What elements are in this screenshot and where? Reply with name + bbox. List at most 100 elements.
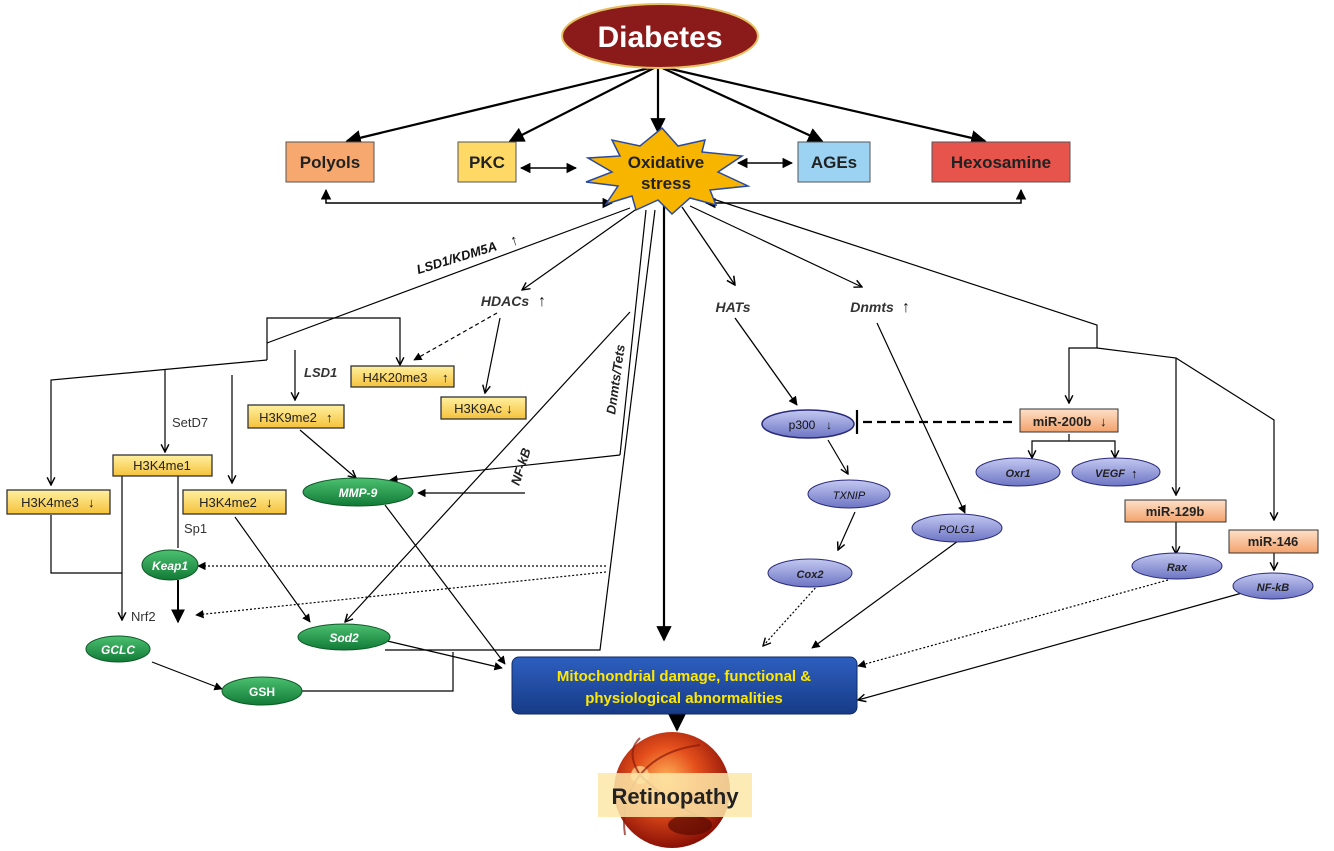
retina-dark-spot — [668, 815, 712, 835]
edge-oxstress-hdacs — [522, 207, 639, 290]
connectors — [50, 64, 1274, 732]
retinopathy-node: Retinopathy — [598, 732, 752, 848]
edge-branch-h4k20me3 — [266, 317, 400, 365]
diabetes-label: Diabetes — [597, 21, 722, 54]
mir146-label: miR-146 — [1248, 534, 1299, 549]
edge-dnmts-tets — [619, 209, 647, 456]
edge-polg1-mito — [811, 540, 959, 649]
mir129b-label: miR-129b — [1146, 504, 1205, 519]
hats-label: HATs — [716, 299, 751, 315]
gclc-node: GCLC — [85, 635, 151, 663]
keap1-node: Keap1 — [141, 549, 199, 581]
h3k9me2-up-arrow: ↑ — [326, 410, 333, 425]
h4k20me3-label: H4K20me3 — [362, 370, 427, 385]
sod2-node: Sod2 — [297, 623, 391, 651]
sod2-label: Sod2 — [329, 631, 359, 645]
mir129b-box: miR-129b — [1124, 499, 1227, 523]
h3k4me2-label: H3K4me2 — [199, 495, 257, 510]
retinopathy-label-bg — [598, 773, 752, 817]
edge-hdacs-h4k20me3 — [413, 312, 498, 361]
oxidative-stress-label-line2: stress — [641, 174, 691, 193]
polyols-node: Polyols — [285, 141, 375, 183]
oxidative-stress-node: Oxidative stress — [585, 126, 751, 216]
nfkb-node: NF-kB — [1232, 572, 1314, 600]
edge-gsh-link — [302, 652, 454, 692]
ages-node: AGEs — [797, 141, 871, 183]
hdacs-up-arrow: ↑ — [538, 293, 546, 310]
mitochondria-label-line2: physiological abnormalities — [585, 690, 783, 707]
edge-h3k4me3-keap1 — [50, 515, 122, 574]
h3k4me3-box: H3K4me3 ↓ — [6, 489, 111, 515]
p300-node: p300 ↓ — [761, 409, 855, 439]
h4k20me3-box: H4K20me3 ↑ — [350, 365, 455, 388]
setd7-label: SetD7 — [172, 415, 208, 430]
lsd1-kdm5a-up-arrow: ↑ — [508, 231, 520, 249]
mir200b-box: miR-200b ↓ — [1019, 408, 1119, 433]
edge-rax-mito — [857, 579, 1169, 669]
pkc-node: PKC — [457, 141, 517, 183]
cox2-node: Cox2 — [767, 558, 853, 588]
h3k9me2-box: H3K9me2 ↑ — [247, 404, 345, 429]
p300-down-arrow: ↓ — [826, 418, 832, 432]
rax-node: Rax — [1131, 552, 1223, 580]
edge-lsd1-kdm5a-branch — [266, 207, 631, 360]
mmp9-label: MMP-9 — [339, 486, 378, 500]
gsh-label: GSH — [249, 685, 275, 699]
oxr1-label: Oxr1 — [1005, 468, 1030, 480]
mitochondria-box: Mitochondrial damage, functional & physi… — [511, 656, 858, 715]
hexosamine-node: Hexosamine — [931, 141, 1071, 183]
retinopathy-label: Retinopathy — [611, 784, 739, 809]
lsd1-kdm5a-label: LSD1/KDM5A — [415, 238, 499, 277]
polg1-node: POLG1 — [911, 513, 1003, 543]
h3k9me2-label: H3K9me2 — [259, 410, 317, 425]
gclc-label: GCLC — [101, 643, 135, 657]
edge-oxstress-dnmts — [689, 205, 862, 287]
edge-mir200b-oxr1 — [1032, 434, 1070, 458]
h3k4me2-down-arrow: ↓ — [266, 495, 273, 510]
h3k9ac-box: H3K9Ac ↓ — [440, 396, 527, 420]
pkc-label: PKC — [469, 153, 505, 172]
mir200b-down-arrow: ↓ — [1100, 414, 1107, 429]
dnmts-tets-label: Dnmts/Tets — [603, 344, 628, 416]
edge-mir-branch-146 — [1175, 357, 1274, 520]
oxr1-node: Oxr1 — [975, 457, 1061, 487]
edge-oxstress-hats — [681, 206, 735, 285]
mitochondria-label-line1: Mitochondrial damage, functional & — [557, 668, 811, 685]
dnmts-up-arrow: ↑ — [902, 299, 910, 316]
edge-cox2-mito — [763, 584, 819, 646]
txnip-label: TXNIP — [833, 490, 866, 502]
lsd1-label: LSD1 — [304, 365, 337, 380]
h3k4me2-box: H3K4me2 ↓ — [182, 489, 287, 515]
nfkb-gene-label: NF-kB — [1257, 582, 1289, 594]
edge-hexosamine-feedback — [704, 188, 1027, 209]
h3k4me3-label: H3K4me3 — [21, 495, 79, 510]
polg1-label: POLG1 — [939, 524, 976, 536]
h3k4me3-down-arrow: ↓ — [88, 495, 95, 510]
diabetes-node: Diabetes — [561, 3, 759, 69]
nrf2-label: Nrf2 — [131, 609, 156, 624]
h3k9ac-down-arrow: ↓ — [506, 401, 513, 416]
edge-branch-h3k4me3 — [51, 359, 268, 485]
cox2-label: Cox2 — [797, 569, 824, 581]
hdacs-label: HDACs — [481, 293, 529, 309]
edge-diabetes-polyols — [345, 64, 659, 146]
txnip-node: TXNIP — [807, 479, 891, 509]
hexosamine-label: Hexosamine — [951, 153, 1051, 172]
edge-oxstress-mir-branch — [709, 197, 1098, 348]
p300-label: p300 — [789, 418, 816, 432]
keap1-label: Keap1 — [152, 559, 188, 573]
edge-mir200b-vegf — [1069, 440, 1115, 458]
edge-polyols-feedback — [320, 188, 614, 209]
edge-nfkb-mito — [858, 592, 1243, 700]
rax-label: Rax — [1167, 562, 1188, 574]
edge-hdacs-h3k9ac — [485, 317, 501, 393]
edge-dnmts-polg1 — [876, 322, 966, 514]
edge-txnip-cox2 — [838, 511, 856, 550]
h3k4me1-label: H3K4me1 — [133, 458, 191, 473]
mmp9-node: MMP-9 — [302, 477, 414, 507]
polyols-label: Polyols — [300, 153, 360, 172]
ages-label: AGEs — [811, 153, 857, 172]
edge-diabetes-pkc — [508, 65, 659, 142]
edge-diabetes-hexosamine — [657, 64, 987, 146]
